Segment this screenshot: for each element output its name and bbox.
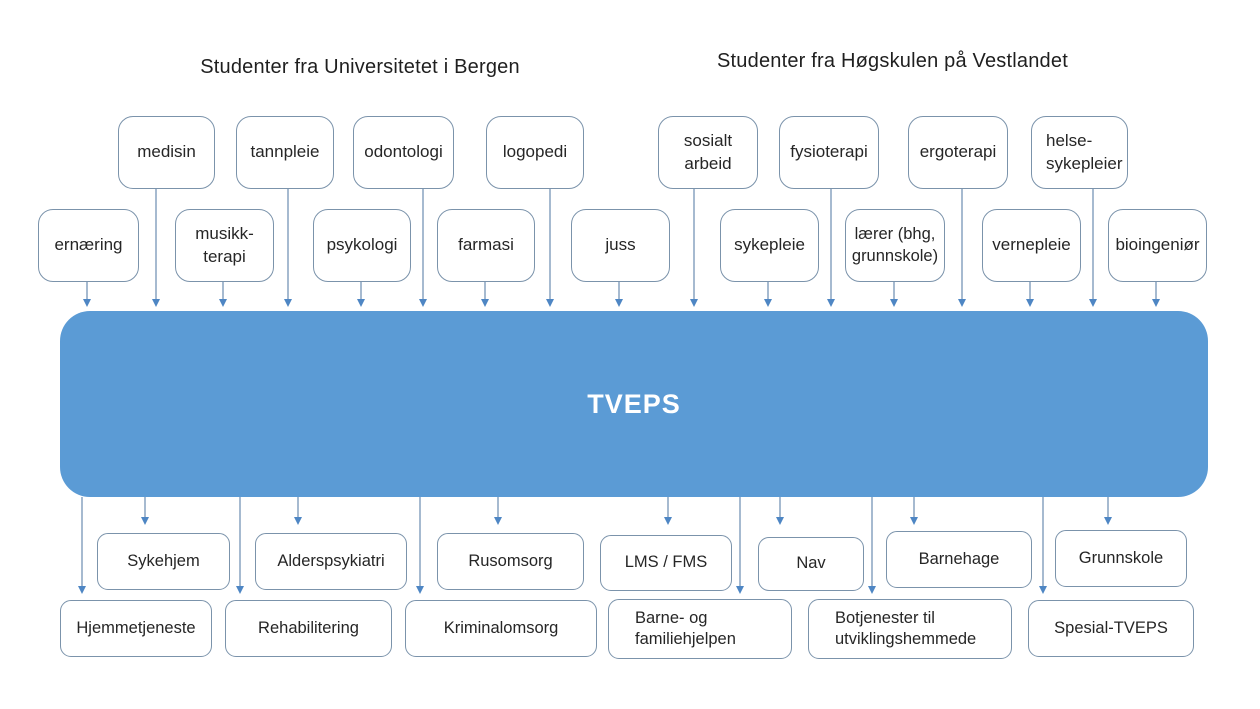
node-label: logopedi: [502, 142, 568, 162]
node-label: tannpleie: [250, 142, 320, 162]
node-lms-fms: LMS / FMS: [600, 535, 732, 591]
node-label: Nav: [796, 554, 826, 573]
node-label: lærer (bhg, grunnskole): [851, 225, 939, 265]
node-helse-sykepleier: helse- sykepleier: [1031, 116, 1128, 189]
node-label: Barnehage: [918, 549, 1000, 568]
node-label: Botjenester til utviklingshemmede: [835, 608, 977, 648]
node-label: Barne- og familiehjelpen: [635, 608, 736, 648]
node-label: Alderspsykiatri: [277, 551, 385, 570]
node-sykepleie: sykepleie: [720, 209, 819, 282]
node-botjenester: Botjenester til utviklingshemmede: [808, 599, 1012, 659]
node-hjemmetjeneste: Hjemmetjeneste: [60, 600, 212, 657]
node-sykehjem: Sykehjem: [97, 533, 230, 590]
node-farmasi: farmasi: [437, 209, 535, 282]
node-label: psykologi: [326, 235, 398, 255]
node-label: sykepleie: [734, 235, 805, 255]
node-label: helse- sykepleier: [1046, 131, 1123, 173]
node-bioingenior: bioingeniør: [1108, 209, 1207, 282]
node-label: musikk- terapi: [195, 224, 254, 266]
node-barne-og-familiehjelpen: Barne- og familiehjelpen: [608, 599, 792, 659]
node-alderspsykiatri: Alderspsykiatri: [255, 533, 407, 590]
node-label: Spesial-TVEPS: [1054, 618, 1168, 637]
node-sosialt-arbeid: sosialt arbeid: [658, 116, 758, 189]
node-medisin: medisin: [118, 116, 215, 189]
node-label: odontologi: [364, 142, 443, 162]
node-fysioterapi: fysioterapi: [779, 116, 879, 189]
tveps-label: TVEPS: [587, 388, 681, 419]
header-hvl: Studenter fra Høgskulen på Vestlandet: [717, 50, 1068, 72]
tveps-box: TVEPS: [60, 311, 1208, 497]
node-label: vernepleie: [992, 235, 1071, 255]
node-logopedi: logopedi: [486, 116, 584, 189]
node-label: medisin: [137, 142, 196, 162]
node-musikkterapi: musikk- terapi: [175, 209, 274, 282]
node-label: fysioterapi: [790, 142, 868, 162]
node-label: farmasi: [458, 235, 514, 255]
node-laerer: lærer (bhg, grunnskole): [845, 209, 945, 282]
node-odontologi: odontologi: [353, 116, 454, 189]
node-label: Rehabilitering: [258, 618, 359, 637]
node-nav: Nav: [758, 537, 864, 591]
node-label: sosialt arbeid: [683, 131, 733, 173]
node-kriminalomsorg: Kriminalomsorg: [405, 600, 597, 657]
node-label: Grunnskole: [1078, 548, 1164, 567]
node-label: bioingeniør: [1115, 235, 1200, 255]
node-tannpleie: tannpleie: [236, 116, 334, 189]
node-ergoterapi: ergoterapi: [908, 116, 1008, 189]
node-label: LMS / FMS: [624, 553, 708, 572]
header-uib: Studenter fra Universitetet i Bergen: [200, 56, 520, 78]
node-label: ernæring: [54, 235, 123, 255]
node-spesial-tveps: Spesial-TVEPS: [1028, 600, 1194, 657]
node-rusomsorg: Rusomsorg: [437, 533, 584, 590]
node-label: Sykehjem: [127, 551, 200, 570]
node-barnehage: Barnehage: [886, 531, 1032, 588]
node-label: Rusomsorg: [468, 551, 553, 570]
node-label: juss: [605, 235, 636, 255]
node-label: Hjemmetjeneste: [76, 618, 196, 637]
node-label: Kriminalomsorg: [443, 618, 559, 637]
node-label: ergoterapi: [919, 142, 997, 162]
node-grunnskole: Grunnskole: [1055, 530, 1187, 587]
node-psykologi: psykologi: [313, 209, 411, 282]
node-rehabilitering: Rehabilitering: [225, 600, 392, 657]
node-ernaering: ernæring: [38, 209, 139, 282]
node-vernepleie: vernepleie: [982, 209, 1081, 282]
node-juss: juss: [571, 209, 670, 282]
